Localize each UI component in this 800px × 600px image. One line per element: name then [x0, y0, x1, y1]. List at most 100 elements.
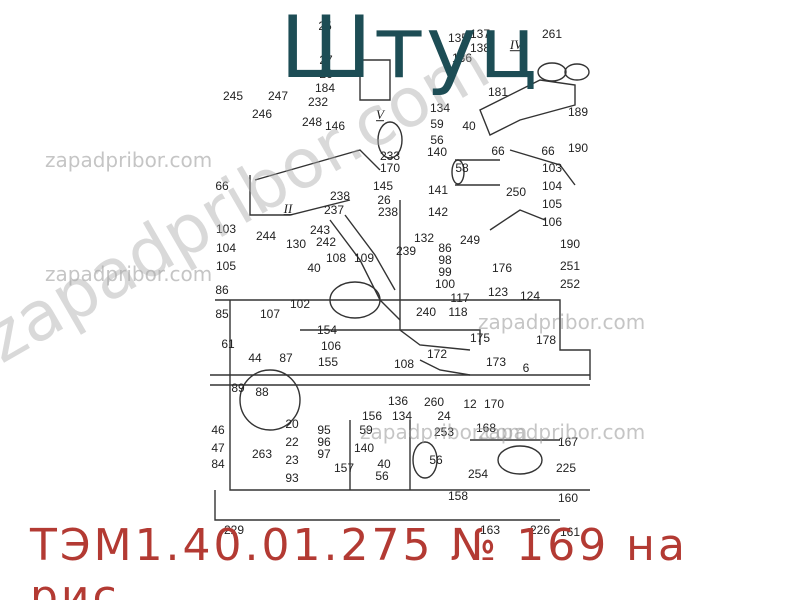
part-number-label: 108 — [325, 250, 347, 265]
part-number-label: 87 — [279, 350, 293, 365]
part-number-label: 252 — [559, 276, 581, 291]
part-number-label: 181 — [487, 84, 509, 99]
part-number-label: 66 — [215, 178, 229, 193]
part-number-label: 142 — [427, 204, 449, 219]
part-number-label: 140 — [426, 144, 448, 159]
part-number-label: 250 — [505, 184, 527, 199]
part-number-label: 6 — [522, 360, 530, 375]
part-number-label: 102 — [289, 296, 311, 311]
part-number-label: 141 — [427, 182, 449, 197]
part-number-label: 24 — [437, 408, 451, 423]
part-number-label: 27 — [319, 52, 333, 67]
part-number-label: 22 — [285, 434, 299, 449]
part-number-label: 104 — [215, 240, 237, 255]
part-number-label: 189 — [567, 104, 589, 119]
part-number-label: 163 — [479, 522, 501, 537]
part-number-label: 155 — [317, 354, 339, 369]
part-number-label: 249 — [459, 232, 481, 247]
part-number-label: 184 — [314, 80, 336, 95]
part-number-label: 167 — [557, 434, 579, 449]
part-number-label: 130 — [285, 236, 307, 251]
part-number-label: 170 — [483, 396, 505, 411]
part-number-label: 190 — [559, 236, 581, 251]
part-number-label: 44 — [248, 350, 262, 365]
part-number-label: 98 — [438, 252, 452, 267]
part-number-label: 138 — [469, 40, 491, 55]
part-number-label: 154 — [316, 322, 338, 337]
watermark-text: zapadpribor.com — [478, 310, 646, 334]
part-number-label: 161 — [559, 524, 581, 539]
part-number-label: 25 — [318, 18, 332, 33]
watermark-text: zapadpribor.com — [478, 420, 646, 444]
part-number-label: 86 — [438, 240, 452, 255]
part-number-label: 66 — [541, 143, 555, 158]
part-number-label: 117 — [450, 290, 470, 305]
part-number-label: 59 — [359, 422, 373, 437]
part-number-label: 103 — [541, 160, 563, 175]
part-number-label: 248 — [301, 114, 323, 129]
part-number-label: 156 — [361, 408, 383, 423]
watermark-text: zapadpribor.com — [45, 148, 213, 172]
part-number-label: 160 — [557, 490, 579, 505]
part-number-label: 238 — [329, 188, 351, 203]
part-number-label: 118 — [448, 304, 468, 319]
part-number-label: 237 — [323, 202, 345, 217]
part-number-label: 263 — [251, 446, 273, 461]
part-number-label: 134 — [429, 100, 451, 115]
part-number-label: 238 — [377, 204, 399, 219]
part-number-label: 145 — [372, 178, 394, 193]
part-number-label: 134 — [391, 408, 413, 423]
part-number-label: 226 — [529, 522, 551, 537]
part-number-label: 59 — [430, 116, 444, 131]
part-number-label: 137 — [469, 26, 491, 41]
part-number-label: 244 — [255, 228, 277, 243]
part-number-label: 23 — [285, 452, 299, 467]
part-number-label: 109 — [353, 250, 375, 265]
part-number-label: 26 — [319, 66, 333, 81]
watermark-text: zapadpribor.com — [360, 420, 528, 444]
part-number-label: 254 — [467, 466, 489, 481]
part-number-label: 61 — [221, 336, 235, 351]
part-number-label: 157 — [333, 460, 355, 475]
part-number-label: 123 — [487, 284, 509, 299]
part-number-label: 172 — [426, 346, 448, 361]
part-number-label: 104 — [541, 178, 563, 193]
part-number-label: 253 — [433, 424, 455, 439]
part-number-label: 251 — [559, 258, 581, 273]
part-number-label: 135 — [447, 30, 469, 45]
part-number-label: 124 — [519, 288, 541, 303]
part-number-label: 107 — [259, 306, 281, 321]
part-number-label: 56 — [429, 452, 443, 467]
part-number-label: 170 — [379, 160, 401, 175]
part-number-label: 108 — [393, 356, 415, 371]
part-number-label: 96 — [317, 434, 331, 449]
part-number-label: 66 — [491, 143, 505, 158]
part-number-label: 242 — [315, 234, 337, 249]
part-number-label: 106 — [541, 214, 563, 229]
part-number-label: 100 — [434, 276, 456, 291]
part-number-label: 175 — [469, 330, 491, 345]
part-number-label: 233 — [379, 148, 401, 163]
part-number-label: IV — [509, 37, 523, 53]
part-number-label: 95 — [317, 422, 331, 437]
part-number-label: 261 — [541, 26, 563, 41]
part-number-label: 136 — [387, 393, 409, 408]
part-number-label: 106 — [320, 338, 342, 353]
part-number-label: 176 — [491, 260, 513, 275]
part-number-label: 20 — [285, 416, 299, 431]
part-number-label: 58 — [455, 160, 469, 175]
part-number-label: 40 — [377, 456, 391, 471]
part-number-label: 247 — [267, 88, 289, 103]
part-number-label: 105 — [541, 196, 563, 211]
part-number-label: 99 — [438, 264, 452, 279]
part-number-label: 246 — [251, 106, 273, 121]
part-number-label: 190 — [567, 140, 589, 155]
part-number-label: 86 — [215, 282, 229, 297]
part-number-label: 40 — [462, 118, 476, 133]
part-number-label: 85 — [215, 306, 229, 321]
part-number-label: 84 — [211, 456, 225, 471]
part-number-label: 225 — [555, 460, 577, 475]
part-number-label: 56 — [430, 132, 444, 147]
